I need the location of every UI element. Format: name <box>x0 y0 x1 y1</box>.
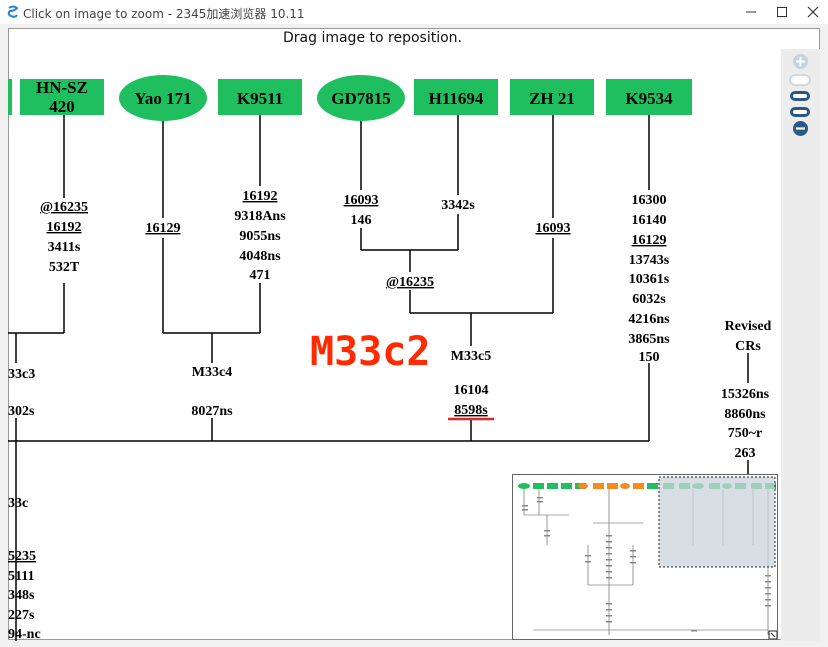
maximize-icon <box>777 7 787 17</box>
k9534-mutation-5: 10361s <box>629 272 670 287</box>
node-k9511[interactable] <box>218 79 302 115</box>
window-title: Click on image to zoom - 2345加速浏览器 10.11 <box>23 7 305 21</box>
minimap-viewport[interactable] <box>658 476 776 568</box>
k9534-mutation-9: 150 <box>639 350 660 365</box>
node-k9511-label: K9511 <box>237 89 283 108</box>
node-h11694[interactable] <box>414 79 498 115</box>
left-mutation-2: 5111 <box>8 569 34 584</box>
gd-mutation-1: 16093 <box>344 193 379 208</box>
node-hnsz-label-1: HN-SZ <box>36 78 88 97</box>
k9511-mutation-5: 471 <box>250 268 271 283</box>
haplogroup-m33c3-label: 33c3 <box>8 367 35 382</box>
minimap-text-marks <box>522 497 771 632</box>
left-mutation-3: 348s <box>8 588 35 603</box>
zh21-mutation-1: 16093 <box>536 221 571 236</box>
zoom-sidebar <box>781 49 820 641</box>
m33c5-mutation-2: 8598s <box>454 403 488 418</box>
k9511-mutation-3: 9055ns <box>239 229 281 244</box>
node-k9534[interactable] <box>606 79 692 115</box>
revised-mutation-2: 8860ns <box>724 407 766 422</box>
maximize-button[interactable] <box>765 0 799 24</box>
zoom-level-1-icon[interactable] <box>789 73 811 87</box>
node-gd7815-label: GD7815 <box>331 89 391 108</box>
k9534-mutation-4: 13743s <box>629 253 670 268</box>
annotation-m33c2: M33c2 <box>310 329 430 375</box>
haplogroup-m33c4-label: M33c4 <box>192 365 232 380</box>
drag-hint: Drag image to reposition. <box>283 30 462 46</box>
title-bar: Click on image to zoom - 2345加速浏览器 10.11 <box>0 0 828 24</box>
k9534-mutation-7: 4216ns <box>628 312 670 327</box>
hnsz-mutation-3: 3411s <box>48 240 81 255</box>
left-mutation-1: 5235 <box>8 549 36 564</box>
join-mutation-1: @16235 <box>386 275 434 290</box>
zoom-level-3-icon[interactable] <box>789 105 811 119</box>
revised-label-1: Revised <box>725 319 772 334</box>
node-zh21-label: ZH 21 <box>529 89 575 108</box>
revised-mutation-1: 15326ns <box>721 387 770 402</box>
node-hnsz-label-2: 420 <box>49 97 75 116</box>
zoom-level-2-icon[interactable] <box>789 89 811 103</box>
left-mutation-5: 94-nc <box>8 627 41 641</box>
minimize-icon <box>746 11 756 13</box>
hnsz-mutation-4: 532T <box>49 260 80 275</box>
hnsz-mutation-2: 16192 <box>47 220 82 235</box>
node-yao-label: Yao 171 <box>134 89 191 108</box>
haplogroup-m33c5-label: M33c5 <box>451 349 491 364</box>
k9534-mutation-3: 16129 <box>632 233 667 248</box>
phylogenetic-tree[interactable]: HN-SZ 420 Yao 171 K9511 GD7815 H11694 ZH… <box>8 49 780 641</box>
k9511-mutation-2: 9318Ans <box>234 209 286 224</box>
k9534-mutation-8: 3865ns <box>628 332 670 347</box>
revised-mutation-4: 263 <box>735 446 756 461</box>
zoom-in-icon[interactable] <box>792 53 809 70</box>
branch-lines <box>8 115 749 641</box>
browser-logo-icon <box>7 5 19 18</box>
node-h11694-label: H11694 <box>429 89 484 108</box>
node-cut <box>8 79 12 115</box>
m33c3-mutation-1: 302s <box>8 404 35 419</box>
gd-mutation-2: 146 <box>351 213 372 228</box>
node-zh21[interactable] <box>510 79 594 115</box>
hnsz-mutation-1: @16235 <box>40 200 88 215</box>
image-canvas[interactable]: HN-SZ 420 Yao 171 K9511 GD7815 H11694 ZH… <box>8 49 780 641</box>
k9534-mutation-1: 16300 <box>632 193 667 208</box>
minimap-thumbnail <box>518 476 777 639</box>
minimize-button[interactable] <box>734 0 768 24</box>
node-gd7815[interactable] <box>317 75 405 121</box>
m33c5-mutation-1: 16104 <box>454 383 489 398</box>
zoom-out-icon[interactable] <box>792 120 809 137</box>
node-yao[interactable] <box>119 75 207 121</box>
m33c4-mutation-1: 8027ns <box>191 404 233 419</box>
k9511-mutation-4: 4048ns <box>239 249 281 264</box>
yao-mutation-1: 16129 <box>146 221 181 236</box>
h11694-mutation-1: 3342s <box>441 198 475 213</box>
resize-arrow-icon <box>770 632 776 638</box>
k9511-mutation-1: 16192 <box>243 189 278 204</box>
haplogroup-m33c-label: 33c <box>8 496 28 511</box>
k9534-mutation-2: 16140 <box>632 213 667 228</box>
k9534-mutation-6: 6032s <box>632 292 666 307</box>
node-hnsz[interactable] <box>20 79 104 115</box>
left-mutation-4: 227s <box>8 608 35 623</box>
close-button[interactable] <box>796 0 828 24</box>
revised-label-2: CRs <box>735 339 761 354</box>
minimap[interactable] <box>512 474 778 640</box>
close-icon <box>807 6 819 18</box>
revised-mutation-3: 750~r <box>728 426 763 441</box>
node-k9534-label: K9534 <box>625 89 673 108</box>
